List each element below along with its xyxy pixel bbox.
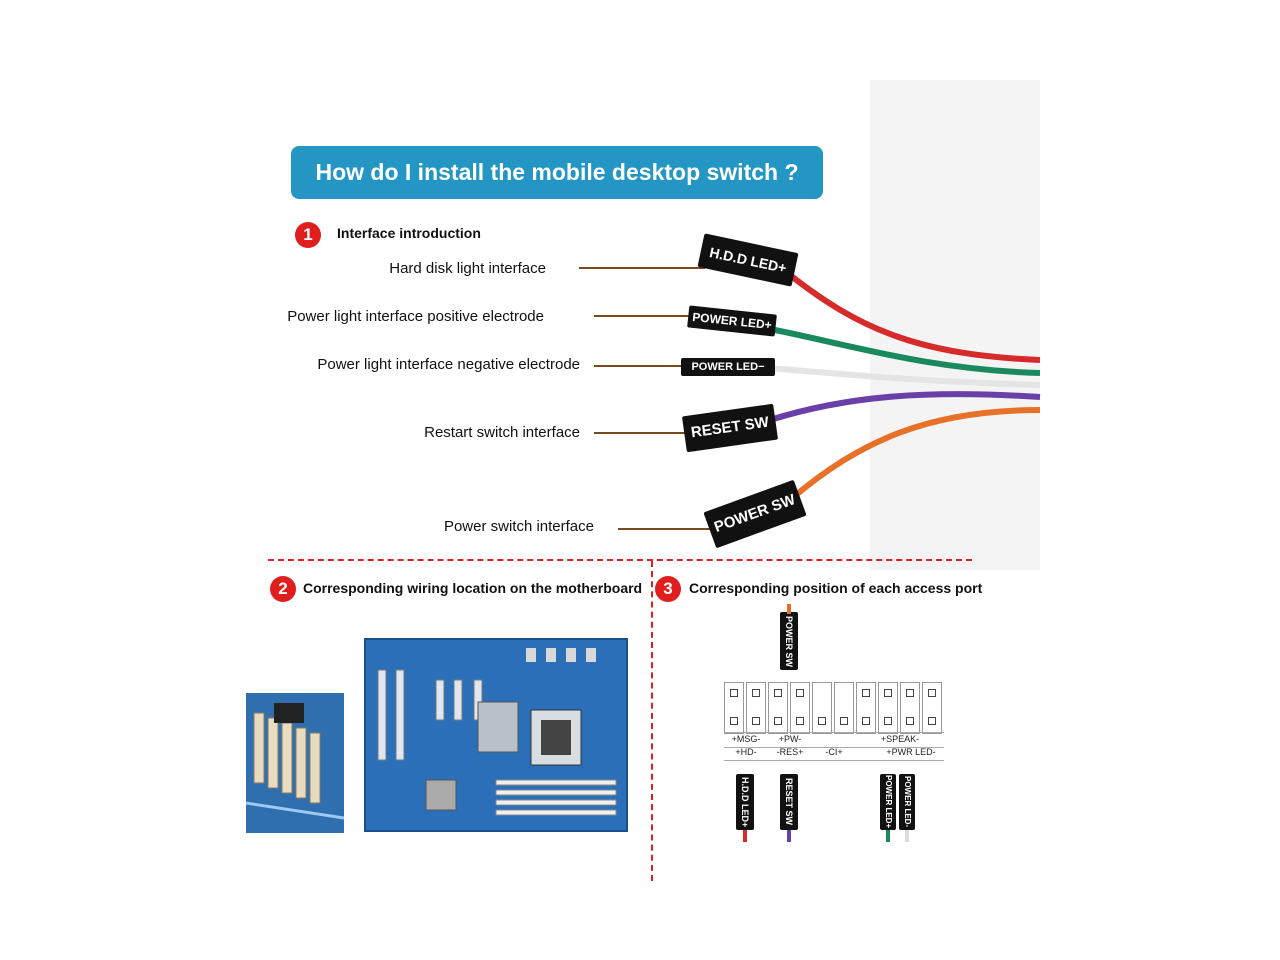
label-power-led-positive: Power light interface positive electrode (287, 308, 544, 325)
leader-line-hdd (579, 267, 705, 269)
header-pin-9 (900, 682, 920, 734)
header-pin-3 (768, 682, 788, 734)
header-label-row-bottom: +HD- -RES+ -CI+ +PWR LED- (724, 746, 944, 761)
header-label-pwr-led: +PWR LED- (886, 747, 936, 757)
section-3-badge: 3 (655, 576, 681, 602)
front-panel-header (724, 682, 944, 736)
header-label-msg: +MSG- (731, 734, 761, 744)
wire-stub-power-led-positive (886, 830, 890, 842)
leader-line-power-led-positive (594, 315, 690, 317)
header-pin-6 (834, 682, 854, 734)
horizontal-divider (268, 559, 972, 561)
wire-green (774, 327, 1041, 376)
header-label-row-top: +MSG- +PW- +SPEAK- (724, 732, 944, 748)
header-label-ci: -CI+ (825, 747, 843, 757)
section-3-heading: Corresponding position of each access po… (689, 580, 983, 596)
label-power-switch: Power switch interface (443, 518, 594, 535)
page-title: How do I install the mobile desktop swit… (315, 159, 799, 185)
connector-power-led-negative: POWER LED− (681, 358, 775, 376)
label-reset-switch: Restart switch interface (424, 424, 580, 441)
wire-orange (788, 407, 1041, 503)
leader-line-reset (594, 432, 688, 434)
wire-stub-power-sw (787, 604, 791, 614)
motherboard (364, 638, 628, 832)
motherboard-closeup (246, 693, 344, 833)
section-2-badge: 2 (270, 576, 296, 602)
label-hdd-led: Hard disk light interface (389, 260, 546, 277)
wire-purple (769, 391, 1041, 423)
header-pin-7 (856, 682, 876, 734)
wire-white (769, 365, 1041, 388)
header-label-speak: +SPEAK- (880, 734, 920, 744)
header-pins-closeup (246, 693, 344, 833)
port-connector-power-led-negative: POWER LED- (899, 774, 915, 830)
wire-stub-power-led-negative (905, 830, 909, 842)
header-pin-1 (724, 682, 744, 734)
header-pin-8 (878, 682, 898, 734)
wire-stub-reset (787, 830, 791, 842)
vertical-divider (651, 561, 653, 881)
title-banner: How do I install the mobile desktop swit… (291, 146, 823, 199)
section-1-heading: Interface introduction (337, 225, 481, 241)
motherboard-graphic (366, 640, 626, 830)
background-panel (870, 80, 1040, 570)
port-connector-reset-sw: RESET SW (780, 774, 798, 830)
port-connector-power-sw: POWER SW (780, 612, 798, 670)
section-1-badge: 1 (295, 222, 321, 248)
port-connector-power-led-positive: POWER LED+ (880, 774, 896, 830)
label-power-led-negative: Power light interface negative electrode (317, 356, 580, 373)
header-label-hd: +HD- (735, 747, 757, 757)
header-pin-2 (746, 682, 766, 734)
wire-stub-hdd (743, 830, 747, 842)
leader-line-power-switch (618, 528, 712, 530)
port-connector-hdd-led: H.D.D LED+ (736, 774, 754, 830)
header-label-pw: +PW- (778, 734, 802, 744)
section-2-heading: Corresponding wiring location on the mot… (303, 580, 643, 596)
leader-line-power-led-negative (594, 365, 686, 367)
header-label-res: -RES+ (776, 747, 804, 757)
wire-red (788, 272, 1041, 363)
header-pin-5 (812, 682, 832, 734)
header-pin-4 (790, 682, 810, 734)
header-pin-10 (922, 682, 942, 734)
